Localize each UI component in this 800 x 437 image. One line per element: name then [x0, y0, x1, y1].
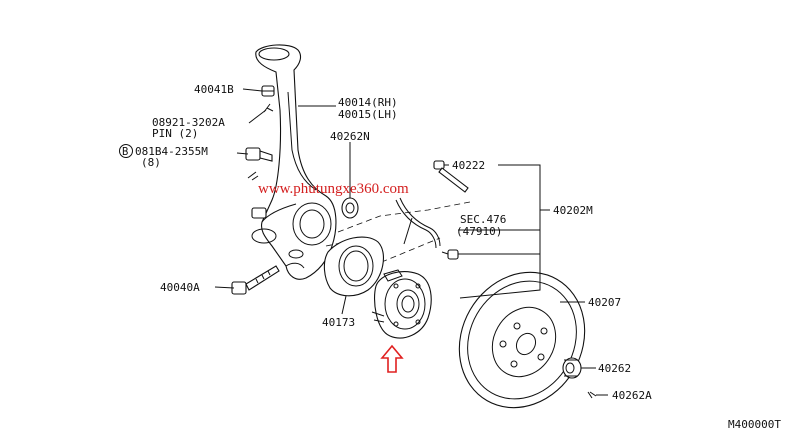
- bolt-081B4: [245, 147, 273, 162]
- label-40262N: 40262N: [330, 130, 370, 143]
- nut-40041B: [261, 85, 275, 97]
- nut-40262: [562, 357, 582, 379]
- collar-40262N: [341, 197, 359, 219]
- label-sec-476: SEC.476: [460, 213, 506, 226]
- bolt-40040A: [231, 265, 280, 295]
- label-40262A: 40262A: [612, 389, 652, 402]
- label-47910: (47910): [456, 225, 502, 238]
- label-081B4-2355M: 081B4-2355M: [135, 145, 208, 158]
- label-pin-2: PIN (2): [152, 127, 198, 140]
- part-labels: 40041B 08921-3202A PIN (2) B 081B4-2355M…: [119, 83, 781, 431]
- cap-40262A: [587, 391, 597, 399]
- stud-40222: [433, 160, 469, 193]
- label-40222: 40222: [452, 159, 485, 172]
- label-40040A: 40040A: [160, 281, 200, 294]
- circle-b-icon: [119, 144, 133, 158]
- label-08921-3202A: 08921-3202A: [152, 116, 225, 129]
- diagram-id: M400000T: [728, 418, 781, 431]
- steering-knuckle: [251, 44, 337, 280]
- splash-shield-40173: [323, 236, 384, 297]
- label-40173: 40173: [322, 316, 355, 329]
- abs-sensor-cable: [395, 197, 441, 249]
- nut-lower: [251, 207, 267, 219]
- leader-lines: [214, 88, 608, 396]
- label-40041B: 40041B: [194, 83, 234, 96]
- bolt-sensor: [441, 249, 459, 260]
- brake-disc-40207: [458, 271, 586, 409]
- watermark: www.phutungxe360.com: [258, 181, 409, 197]
- label-40015-lh: 40015(LH): [338, 108, 398, 121]
- label-circle-b: B: [122, 146, 128, 158]
- hub-bearing: [371, 269, 432, 339]
- label-40262: 40262: [598, 362, 631, 375]
- label-40207: 40207: [588, 296, 621, 309]
- label-qty-8: (8): [141, 156, 161, 169]
- spring-pin: [247, 171, 259, 181]
- label-40014-rh: 40014(RH): [338, 96, 398, 109]
- label-40202M: 40202M: [553, 204, 593, 217]
- highlight-arrow: [380, 344, 404, 373]
